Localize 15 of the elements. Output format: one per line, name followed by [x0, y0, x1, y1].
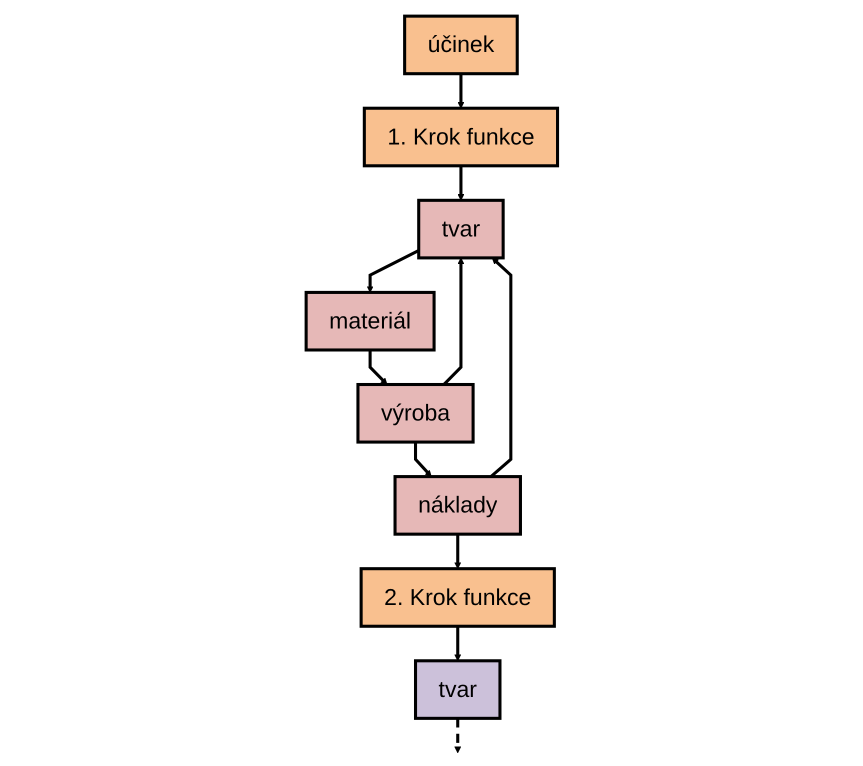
node-box: 1. Krok funkce: [362, 106, 559, 168]
arrow: [454, 626, 461, 662]
node-box: náklady: [393, 475, 522, 536]
node-box: účinek: [402, 14, 518, 76]
node-box: tvar: [414, 659, 502, 720]
arrow: [457, 74, 464, 109]
node-box: materiál: [304, 290, 436, 352]
arrow: [368, 350, 388, 385]
arrow: [454, 534, 461, 570]
arrow: [457, 166, 464, 201]
node-box: tvar: [416, 198, 504, 260]
arrow: [414, 442, 432, 477]
arrow: [454, 718, 461, 754]
node-box: výroba: [356, 382, 474, 444]
node-box: 2. Krok funkce: [359, 567, 556, 628]
